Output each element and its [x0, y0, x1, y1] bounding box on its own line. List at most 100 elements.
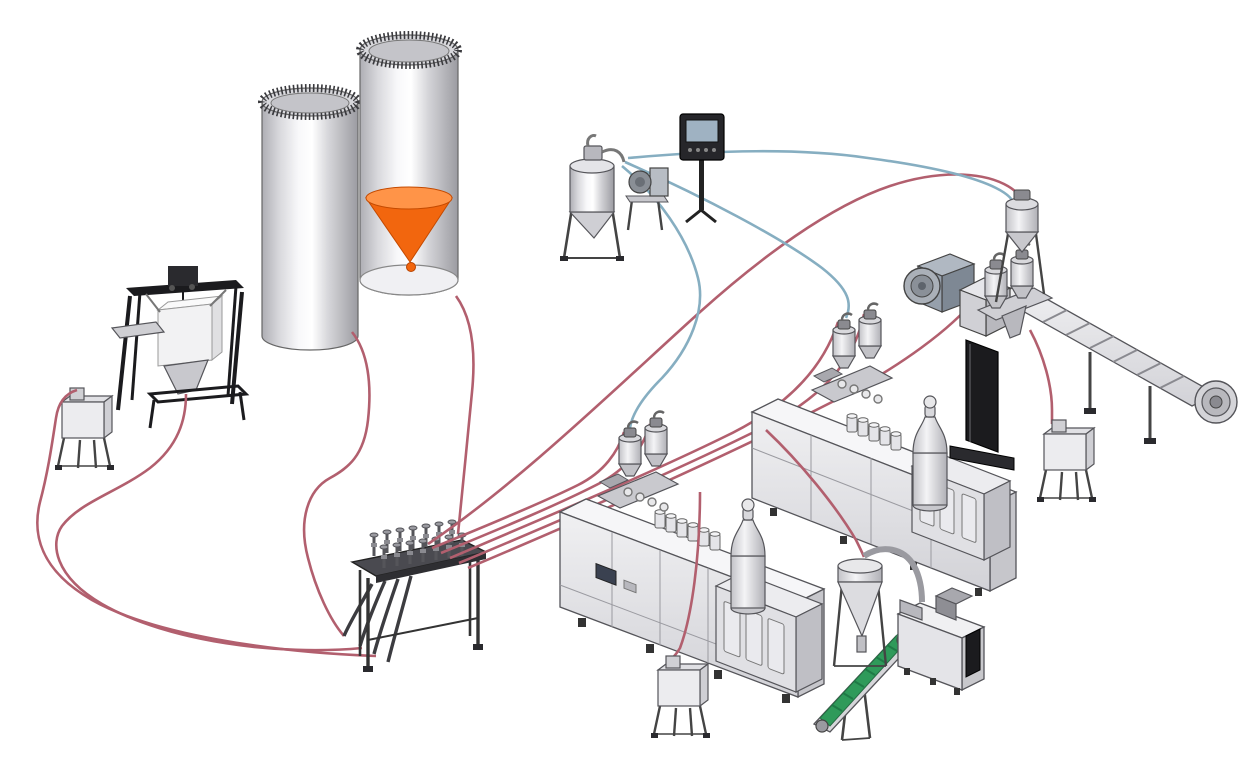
- bag-strap: [209, 289, 227, 307]
- granulator-panel[interactable]: [965, 628, 981, 678]
- silo-rim-corrugation: [356, 31, 462, 69]
- material-conveying-lines-left: [36, 295, 475, 658]
- panel-foot: [685, 208, 702, 224]
- mold-canister: [665, 513, 677, 533]
- blender-platform: [596, 471, 680, 509]
- base-leg: [238, 391, 246, 421]
- panel-button[interactable]: [712, 148, 716, 152]
- material-cone-top: [365, 186, 453, 210]
- machine-foot: [646, 644, 654, 653]
- machine-foot: [975, 588, 982, 596]
- dryer-body: [569, 165, 615, 213]
- blow-molding-machine-rear: [750, 302, 1018, 596]
- machine-keypad[interactable]: [623, 579, 637, 594]
- barrel-segment: [1042, 309, 1068, 323]
- flex-hose: [386, 575, 413, 663]
- hopper-cap: [1013, 189, 1031, 201]
- pipe-to-top-right-hopper: [427, 173, 1028, 546]
- leg-brace: [367, 617, 479, 641]
- granulator-foot: [954, 688, 960, 695]
- support-column: [965, 339, 999, 453]
- receiver-platform: [976, 287, 1054, 321]
- bag-strap: [145, 293, 161, 313]
- dryer-leg: [610, 207, 622, 259]
- leg-foot: [363, 666, 373, 672]
- pump-body: [649, 167, 669, 197]
- panel-button[interactable]: [688, 148, 692, 152]
- pipe-silo-right: [454, 295, 475, 535]
- extruder-line-right: [903, 189, 1238, 471]
- dryer-top-pipe: [586, 134, 597, 147]
- control-cabinet: [679, 113, 725, 224]
- panel-screen[interactable]: [685, 119, 719, 143]
- storage-silo-left: [258, 84, 362, 351]
- cabinet-doors: [723, 601, 785, 675]
- front-panel-details: [595, 562, 637, 594]
- granulator: [896, 587, 986, 695]
- mold-canister: [890, 431, 902, 451]
- vacuum-blower: [625, 167, 669, 231]
- silo-body: [261, 102, 359, 351]
- cyclone-cone: [837, 581, 883, 638]
- conveyor-leg: [862, 687, 872, 739]
- valve-ring: [647, 497, 657, 507]
- machine-screen[interactable]: [595, 562, 617, 586]
- dryer-leg: [562, 207, 574, 259]
- conveyor-leg-brace: [841, 737, 871, 741]
- granulator-motor-front: [935, 595, 957, 621]
- panel-button[interactable]: [704, 148, 708, 152]
- valve-ring: [849, 384, 859, 394]
- dosing-blender-station-front: [596, 410, 680, 512]
- flex-hose: [358, 580, 387, 647]
- pipe-to-blender2-a: [449, 321, 840, 560]
- panel-button[interactable]: [696, 148, 700, 152]
- vacuum-line-to-top-right-hopper: [627, 149, 1016, 207]
- silo-lid: [368, 39, 450, 63]
- cyclone-outlet: [856, 635, 867, 653]
- granulator-foot: [930, 678, 936, 685]
- pipe-bigbag: [55, 393, 363, 652]
- pipe-octabin: [36, 388, 377, 658]
- column-base: [949, 445, 1015, 471]
- hoist-trolley: [168, 266, 198, 286]
- cyclone-leg: [876, 583, 888, 667]
- support-foot: [1144, 438, 1156, 444]
- trolley-wheel: [189, 284, 195, 290]
- silo-rim-corrugation: [258, 84, 362, 120]
- die-head-bore: [1209, 395, 1223, 409]
- cabinet-end: [795, 603, 823, 693]
- hopper-leg: [994, 233, 1010, 303]
- side-tray: [110, 321, 166, 339]
- cabinet-end: [983, 480, 1011, 561]
- dryer-lid-cap: [583, 145, 603, 161]
- granulator-front: [897, 613, 963, 691]
- belt-cleat: [886, 644, 898, 652]
- vacuum-line-to-blender2: [624, 160, 850, 319]
- mold-canister: [846, 413, 858, 433]
- belt-cleat: [864, 668, 876, 676]
- machine-foot: [770, 508, 777, 516]
- mold-canister: [698, 527, 710, 547]
- mold-canister: [654, 509, 666, 529]
- top-beam: [126, 280, 244, 296]
- base-frame: [146, 384, 250, 404]
- blender-platform: [810, 365, 894, 403]
- station-table-edge: [376, 552, 486, 583]
- cabinet-door[interactable]: [961, 493, 977, 543]
- vacuum-air-lines-blue: [621, 149, 1016, 429]
- blender-box: [598, 473, 630, 489]
- cabinet-door[interactable]: [767, 618, 785, 675]
- dryer-outlet-elbow: [601, 148, 626, 163]
- pipe-to-blender1-a: [431, 431, 626, 550]
- cabinet-door[interactable]: [745, 609, 763, 666]
- flex-hose: [372, 578, 400, 655]
- valve-ring: [837, 379, 847, 389]
- cyclone-duct: [862, 546, 925, 603]
- panel-foot: [700, 208, 717, 224]
- material-outlet-dot: [406, 262, 416, 272]
- barrel-segment: [1065, 322, 1091, 336]
- mold-canister: [868, 422, 880, 442]
- barrel-segment: [1089, 335, 1115, 349]
- mold-canister: [676, 518, 688, 538]
